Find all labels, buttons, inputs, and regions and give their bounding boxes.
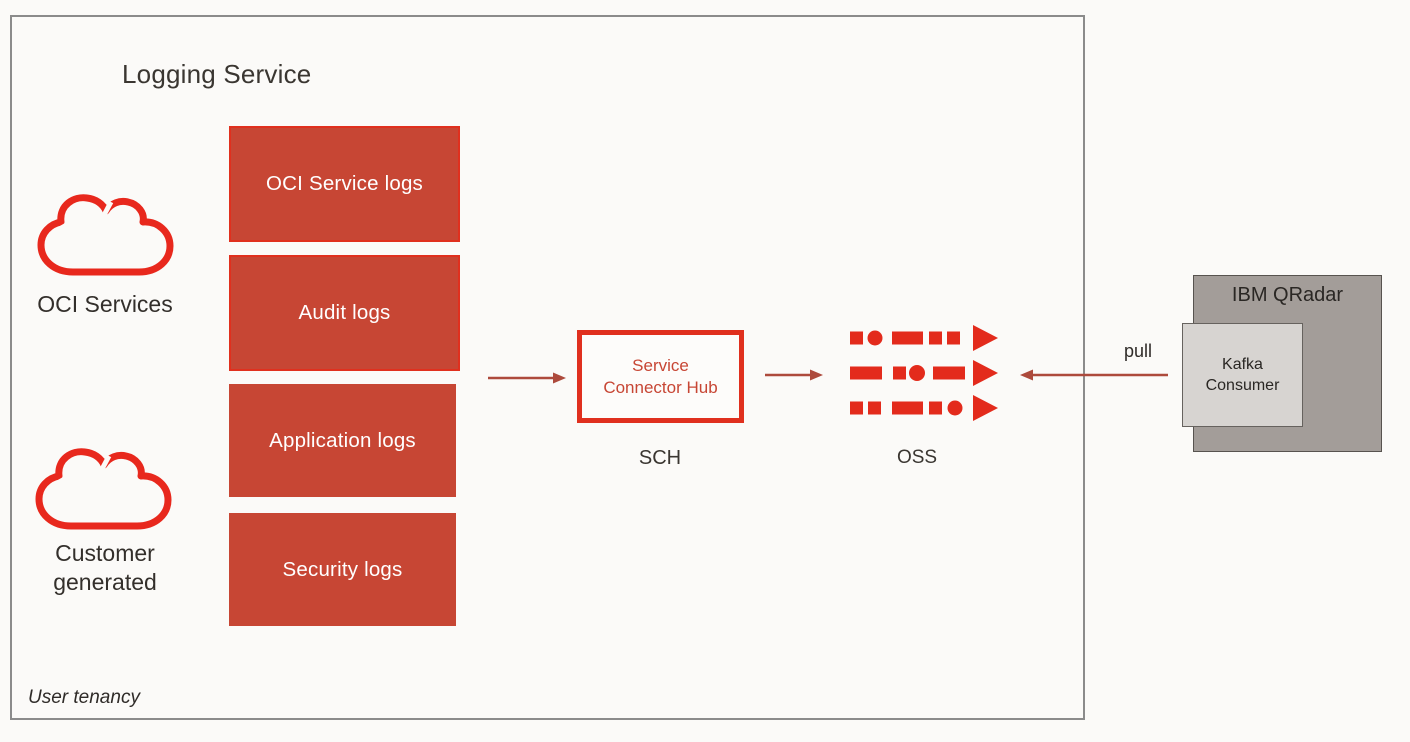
arrow-right-icon	[765, 369, 823, 381]
arrow-left-icon	[1020, 369, 1168, 381]
customer-generated-label: Customer generated	[53, 540, 157, 595]
service-connector-hub-label: Service Connector Hub	[603, 355, 718, 397]
user-tenancy-label: User tenancy	[28, 687, 140, 708]
service-connector-hub-box: Service Connector Hub	[577, 330, 744, 423]
pull-label: pull	[1124, 341, 1153, 361]
oci-services-label: OCI Services	[37, 291, 173, 317]
kafka-consumer-label: Kafka Consumer	[1205, 356, 1280, 394]
application-logs-box: Application logs	[229, 384, 456, 497]
arrow-right-icon	[488, 372, 566, 384]
oci-service-logs-box: OCI Service logs	[229, 126, 460, 242]
kafka-consumer-box: Kafka Consumer	[1182, 323, 1303, 427]
audit-logs-box: Audit logs	[229, 255, 460, 371]
sch-caption: SCH	[638, 447, 682, 469]
log-box-label: OCI Service logs	[266, 172, 423, 195]
logging-service-title: Logging Service	[122, 59, 312, 89]
log-box-label: Security logs	[282, 557, 403, 581]
oss-caption: OSS	[896, 447, 938, 468]
cloud-icon	[37, 194, 174, 276]
ibm-qradar-title: IBM QRadar	[1231, 284, 1344, 306]
security-logs-box: Security logs	[229, 513, 456, 626]
log-box-label: Application logs	[269, 428, 416, 452]
log-box-label: Audit logs	[298, 301, 391, 324]
user-tenancy-boundary	[10, 15, 1085, 720]
stream-icon	[850, 325, 998, 421]
cloud-icon	[35, 448, 172, 530]
